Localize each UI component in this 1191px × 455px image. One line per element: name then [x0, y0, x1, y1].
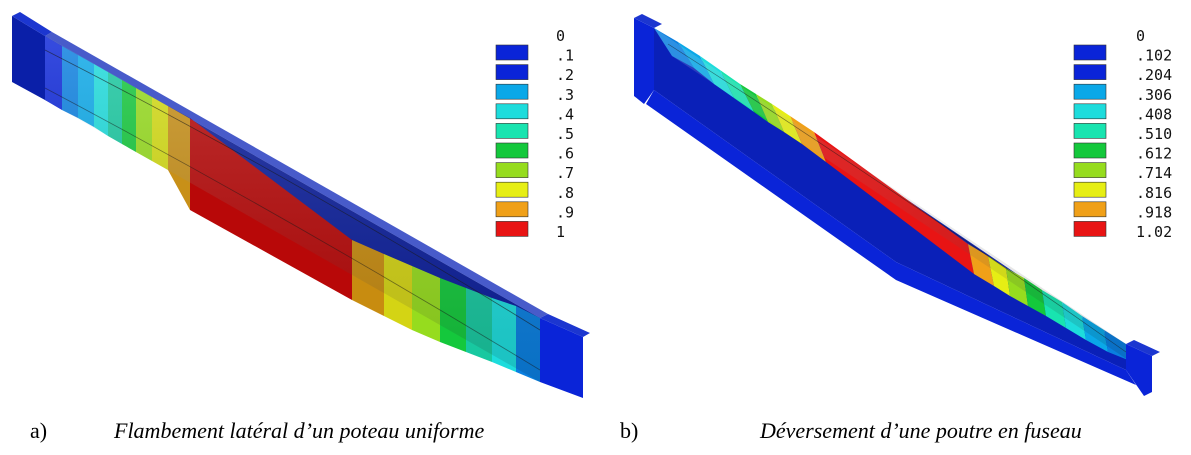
caption-b-text: Déversement d’une poutre en fuseau: [760, 418, 1082, 443]
legend-label: .918: [1136, 203, 1172, 221]
end-plate-left-b: [634, 18, 654, 104]
legend-swatch: [495, 103, 529, 120]
legend-swatch: [1073, 103, 1107, 120]
legend-label: .510: [1136, 125, 1172, 143]
legend-swatch: [495, 64, 529, 80]
legend-label: 0: [1136, 27, 1145, 45]
legend-swatch: [1073, 64, 1107, 80]
legend-swatch: [1073, 83, 1107, 100]
legend-label: .612: [1136, 145, 1172, 163]
legend-b: 0 .102.204 .306.408 .510 .612.714 .816.918 1.0…: [1073, 27, 1172, 241]
end-plate-right-b: [1126, 344, 1152, 396]
panel-b: 0 .102.204 .306.408 .510 .612.714 .816.918 1.0…: [596, 0, 1191, 455]
legend-label: .4: [556, 105, 574, 123]
legend-label: .7: [556, 164, 574, 182]
legend-label: .714: [1136, 164, 1172, 182]
legend-label: .3: [556, 86, 574, 104]
legend-label: .2: [556, 66, 574, 84]
caption-a-label: a): [30, 418, 48, 443]
legend-swatch: [495, 201, 529, 218]
legend-swatch: [1073, 142, 1107, 159]
legend-label: .306: [1136, 86, 1172, 104]
legend-label: .6: [556, 145, 574, 163]
legend-swatch: [1073, 162, 1107, 178]
legend-label: 1: [556, 223, 565, 241]
legend-swatch: [495, 162, 529, 178]
legend-swatch: [495, 83, 529, 100]
caption-b-label: b): [620, 418, 639, 443]
legend-swatch: [1073, 221, 1107, 237]
legend-label: .9: [556, 203, 574, 221]
legend-swatch: [495, 123, 529, 139]
legend-swatch: [1073, 44, 1107, 61]
legend-swatch: [495, 221, 529, 237]
tapered-beam-lateral-torsional-model: 0 .102.204 .306.408 .510 .612.714 .816.918 1.0…: [634, 14, 1172, 396]
legend-label: 0: [556, 27, 565, 45]
legend-label: .102: [1136, 47, 1172, 65]
legend-swatch: [1073, 201, 1107, 218]
legend-label: .408: [1136, 105, 1172, 123]
legend-swatch: [495, 181, 529, 198]
legend-swatch: [1073, 181, 1107, 198]
legend-label: 1.02: [1136, 223, 1172, 241]
legend-a: 0 .1.2 .3.4 .5 .6.7 .8.9 1: [495, 27, 574, 241]
legend-label: .1: [556, 47, 574, 65]
legend-label: .204: [1136, 66, 1172, 84]
end-plate-right: [540, 318, 583, 398]
panel-a: 0 .1.2 .3.4 .5 .6.7 .8.9 1 a) Flambement latér…: [0, 0, 595, 455]
legend-swatch: [495, 44, 529, 61]
legend-swatch: [495, 142, 529, 159]
legend-label: .8: [556, 184, 574, 202]
column-buckling-model: 0 .1.2 .3.4 .5 .6.7 .8.9 1: [12, 12, 590, 398]
caption-a-text: Flambement latéral d’un poteau uniforme: [114, 418, 485, 443]
end-plate-left: [12, 16, 45, 100]
legend-label: .816: [1136, 184, 1172, 202]
legend-label: .5: [556, 125, 574, 143]
legend-swatch: [1073, 123, 1107, 139]
